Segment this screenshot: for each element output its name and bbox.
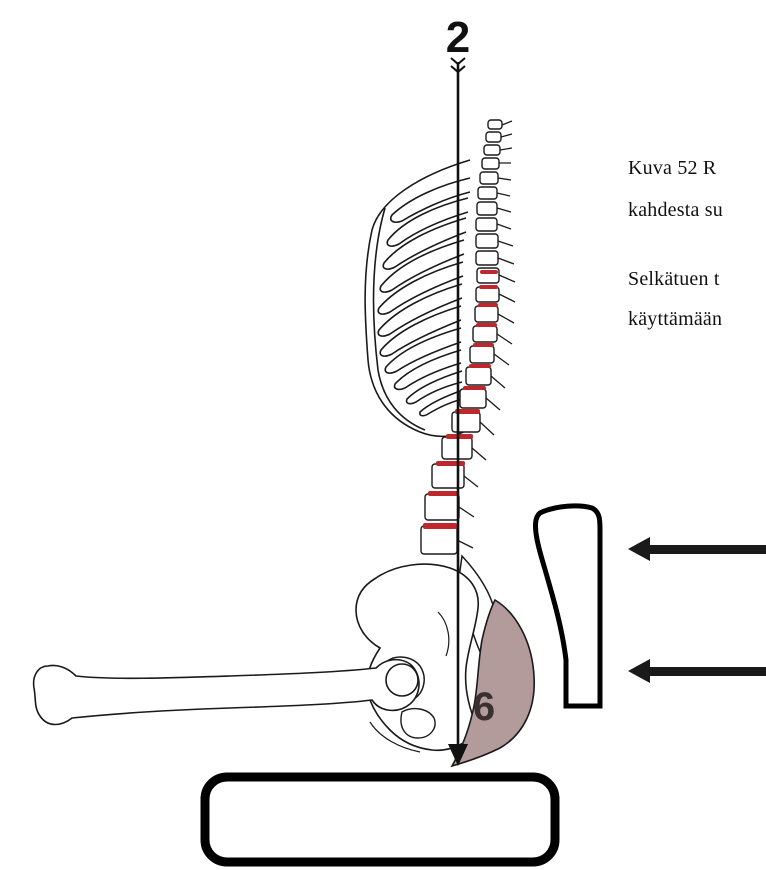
pressure-arrows: [628, 537, 766, 683]
femur: [34, 660, 419, 725]
left-arrow-icon: [628, 659, 766, 683]
top-marker-label: 2: [446, 13, 470, 62]
left-arrow-icon: [628, 537, 766, 561]
caption-line-2: kahdesta su: [628, 199, 723, 222]
muscle-marker-label: 6: [473, 685, 495, 729]
rib-lines: [378, 178, 470, 416]
caption-line-4: käyttämään: [628, 308, 722, 331]
seat-cushion: [205, 777, 555, 862]
rib-cage-back-outline: [374, 208, 425, 430]
pelvis: [356, 564, 478, 750]
caption-line-1: Kuva 52 R: [628, 157, 716, 180]
backrest-cushion: [535, 506, 600, 706]
rib-cage: [365, 160, 470, 436]
caption-line-3: Selkätuen t: [628, 268, 720, 291]
femoral-head: [386, 664, 418, 696]
